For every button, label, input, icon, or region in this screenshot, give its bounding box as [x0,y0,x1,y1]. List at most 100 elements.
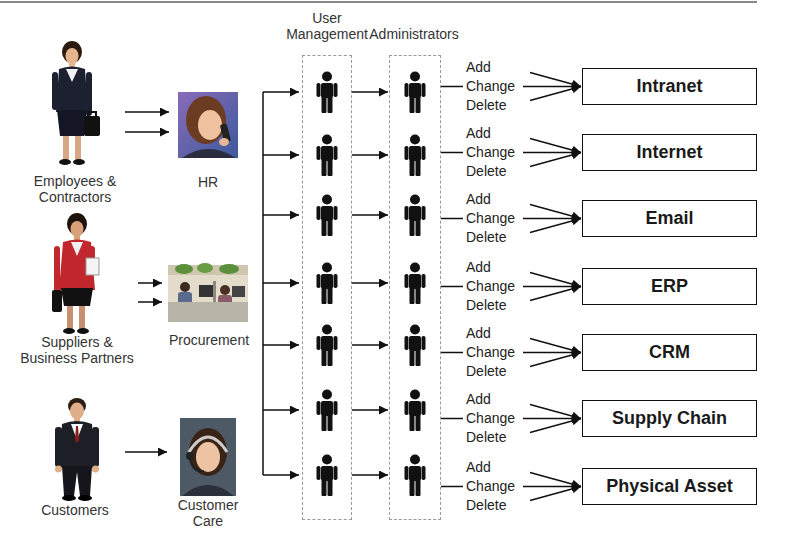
branch-arrow [263,344,299,346]
connector-arrow [352,283,388,284]
caption: Employees & Contractors [25,173,125,205]
skirt [57,110,87,136]
connector-line [530,273,581,287]
photo-ground [168,265,248,322]
employee-figure [52,41,100,165]
connector-line [352,474,388,476]
system-label: ERP [651,276,688,297]
shirt [71,242,83,256]
edge-label: Add Change Delete [463,258,523,315]
connector-arrow [125,132,169,133]
connector-arrow [352,475,388,476]
face [66,48,79,64]
system-box: Physical Asset [582,468,757,505]
role-column: Administrators [364,26,464,522]
branch-arrow [263,91,299,93]
face [198,110,222,140]
plant [219,264,239,274]
system-label: Internet [636,142,702,163]
connector-arrow [352,92,388,93]
connector-line [530,219,581,233]
person-icon [317,325,338,367]
papers [86,258,99,275]
person-node: Employees & Contractors [25,38,125,205]
supplier-figure [52,213,99,334]
face [196,442,220,472]
branch-arrow [263,474,299,476]
column-heading: Administrators [364,26,464,42]
face [71,221,84,237]
connector-line [530,205,581,219]
connector-line [530,339,581,353]
connector-arrow [352,345,388,346]
procurement-photo [168,263,248,322]
arm [86,72,92,116]
arm [55,427,62,467]
system-box: Email [582,200,757,237]
jacket [56,67,88,113]
hand [92,466,99,473]
system-box: Intranet [582,68,757,105]
system-label: CRM [649,342,690,363]
person-icon [317,195,338,237]
person-icon [405,390,426,432]
branch-arrow [263,154,299,156]
system-box: Internet [582,134,757,171]
caption: Customer Care [168,497,248,529]
connector-line [138,282,162,284]
leg [75,136,81,160]
head [180,282,190,292]
photo-ground [178,92,238,158]
blouse [66,69,78,82]
shoe [63,328,75,334]
person-icon [405,325,426,367]
person-icon [317,455,338,497]
branch-arrow [263,409,299,411]
connector-arrow [352,155,388,156]
connector-arrow [125,452,167,453]
hair [186,96,226,144]
hand [55,466,62,473]
person-icon [317,263,338,305]
jacket [59,421,95,468]
person-icon [405,135,426,177]
arm [52,72,58,110]
connector-line [352,409,388,411]
connector-arrow [138,302,162,303]
column-heading: User Management [282,10,372,42]
person-icon [317,135,338,177]
monitor [232,286,245,297]
system-box: Supply Chain [582,400,757,437]
person-icon [317,390,338,432]
headset [189,437,227,452]
plant [175,264,193,274]
system-box: ERP [582,268,757,305]
person-node: Suppliers & Business Partners [16,208,138,366]
person-icon [405,72,426,114]
department-node: HR [170,90,246,190]
briefcase-handle [88,112,96,116]
shoe [62,495,76,501]
leg [67,306,73,330]
connector-line [352,91,388,93]
edge-label: Add Change Delete [463,124,523,181]
arm [54,246,60,292]
person-node: Customers [25,396,125,518]
edge-label: Add Change Delete [463,458,523,515]
connector-line [530,487,581,501]
hr-photo [178,92,238,158]
hand [219,138,229,146]
connector-line [530,87,581,101]
system-box: CRM [582,334,757,371]
dashed-frame [389,55,441,520]
caption: Suppliers & Business Partners [16,334,138,366]
connector-line [530,353,581,367]
earpiece [186,452,194,460]
connector-line [125,111,169,113]
head [220,285,230,295]
connector-line [530,73,581,87]
leg [63,136,69,160]
connector-line [352,344,388,346]
desk [168,302,248,322]
branch-arrow [263,282,299,284]
